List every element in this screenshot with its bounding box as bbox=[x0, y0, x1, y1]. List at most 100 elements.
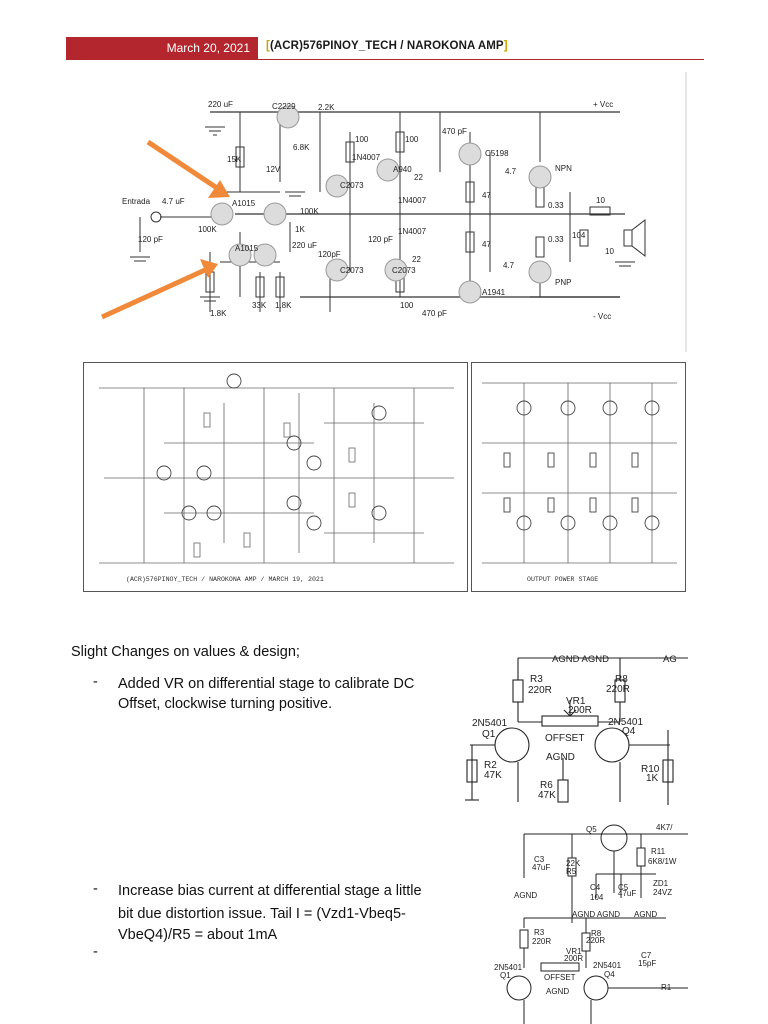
f4-q4t: 2N5401 bbox=[608, 717, 643, 728]
f4-r8v: 220R bbox=[606, 684, 630, 695]
f5-offset: OFFSET bbox=[544, 973, 576, 982]
label-d2: 1N4007 bbox=[398, 196, 427, 205]
label-r22k: 2.2K bbox=[318, 103, 335, 112]
f5-q5: Q5 bbox=[586, 825, 597, 834]
label-c5198: C5198 bbox=[485, 149, 509, 158]
label-r10a: 10 bbox=[596, 196, 605, 205]
label-r100b: 100 bbox=[405, 135, 419, 144]
f5-agnd4: AGND bbox=[546, 987, 569, 996]
f5-c3v: 47uF bbox=[532, 863, 550, 872]
label-c2229: C2229 bbox=[272, 102, 296, 111]
f5-r3: R3 bbox=[534, 928, 545, 937]
f5-c4v: 104 bbox=[590, 893, 604, 902]
f5-r22k: 22K bbox=[566, 859, 581, 868]
label-vcc-pos: + Vcc bbox=[593, 100, 613, 109]
header-title-text: (ACR)576PINOY_TECH / NAROKONA AMP bbox=[269, 40, 504, 52]
f5-q4t: 2N5401 bbox=[593, 961, 622, 970]
f5-agnd1: AGND bbox=[514, 891, 537, 900]
label-r18b: 1.8K bbox=[275, 301, 292, 310]
item-1-line-2: Offset, clockwise turning positive. bbox=[118, 696, 333, 712]
label-r47a: 4.7 bbox=[505, 167, 517, 176]
schematic-figure-main: 220 uF C2229 2.2K + Vcc 6.8K 100 100 470… bbox=[100, 72, 688, 352]
f5-r8: R8 bbox=[591, 929, 602, 938]
f4-vr1v: 200R bbox=[568, 705, 592, 716]
page-header: March 20, 2021 [(ACR)576PINOY_TECH / NAR… bbox=[66, 37, 704, 60]
item-2-line-1: Increase bias current at differential st… bbox=[118, 883, 422, 899]
label-r47d: 4.7 bbox=[503, 261, 515, 270]
label-a940: A940 bbox=[393, 165, 412, 174]
f5-r5: R5 bbox=[566, 867, 577, 876]
label-pnp: PNP bbox=[555, 278, 571, 287]
label-c104: 104 bbox=[572, 231, 586, 240]
header-date: March 20, 2021 bbox=[66, 37, 258, 59]
label-c2073b: C2073 bbox=[340, 266, 364, 275]
header-title: [(ACR)576PINOY_TECH / NAROKONA AMP] bbox=[266, 40, 508, 52]
label-c470b: 470 pF bbox=[422, 309, 447, 318]
f5-r4k7: 4K7/ bbox=[656, 823, 673, 832]
label-a1941: A1941 bbox=[482, 288, 506, 297]
schematic-figure-output-stage: OUTPUT POWER STAGE bbox=[471, 362, 686, 592]
label-c120b: 120 pF bbox=[368, 235, 393, 244]
f5-c7: C7 bbox=[641, 951, 652, 960]
f4-r10v: 1K bbox=[646, 773, 659, 784]
label-r033a: 0.33 bbox=[548, 201, 564, 210]
fig3-caption: OUTPUT POWER STAGE bbox=[527, 576, 598, 583]
label-r10b: 10 bbox=[605, 247, 614, 256]
label-a1015a: A1015 bbox=[232, 199, 256, 208]
label-c220b: 220 uF bbox=[292, 241, 317, 250]
f5-c5v: 47uF bbox=[618, 889, 636, 898]
f5-c5: C5 bbox=[618, 883, 629, 892]
item-2-line-2: bit due distortion issue. Tail I = (Vzd1… bbox=[118, 906, 406, 922]
f5-q4: Q4 bbox=[604, 970, 615, 979]
intro-text: Slight Changes on values & design; bbox=[71, 644, 300, 660]
f5-c4: C4 bbox=[590, 883, 601, 892]
label-c470a: 470 pF bbox=[442, 127, 467, 136]
f4-ag: AG bbox=[663, 654, 677, 665]
label-a1015b: A1015 bbox=[235, 244, 259, 253]
label-d3: 1N4007 bbox=[398, 227, 427, 236]
label-r47c: 47 bbox=[482, 240, 491, 249]
label-r68k: 6.8K bbox=[293, 143, 310, 152]
label-c2073c: C2073 bbox=[392, 266, 416, 275]
label-c220: 220 uF bbox=[208, 100, 233, 109]
label-r22b: 22 bbox=[412, 255, 421, 264]
label-r100c: 100 bbox=[400, 301, 414, 310]
label-npn: NPN bbox=[555, 164, 572, 173]
label-r33k: 33K bbox=[252, 301, 267, 310]
f4-q1t: 2N5401 bbox=[472, 718, 507, 729]
item-1-line-1: Added VR on differential stage to calibr… bbox=[118, 676, 415, 692]
f4-r3v: 220R bbox=[528, 685, 552, 696]
label-d1: 1N4007 bbox=[352, 153, 381, 162]
label-z12: 12V bbox=[266, 165, 281, 174]
fig2-caption: (ACR)576PINOY_TECH / NAROKONA AMP / MARC… bbox=[126, 576, 324, 583]
schematic-figure-full: (ACR)576PINOY_TECH / NAROKONA AMP / MARC… bbox=[83, 362, 468, 592]
f5-vr1v: 200R bbox=[564, 954, 583, 963]
f4-offset: OFFSET bbox=[545, 733, 584, 744]
label-entrada: Entrada bbox=[122, 197, 151, 206]
bullet-3: - bbox=[93, 944, 98, 960]
label-r100k2: 100K bbox=[198, 225, 217, 234]
label-r100k: 100K bbox=[300, 207, 319, 216]
header-rule bbox=[66, 59, 704, 60]
f5-zd1: ZD1 bbox=[653, 879, 669, 888]
label-vcc-neg: - Vcc bbox=[593, 312, 611, 321]
label-r18a: 1.8K bbox=[210, 309, 227, 318]
f4-r8: R8 bbox=[615, 674, 628, 685]
schematic-figure-bias-stage: Q5 4K7/ R11 6K8/1W C3 47uF 22K R5 C4 C5 … bbox=[486, 818, 688, 1024]
f5-c7v: 15pF bbox=[638, 959, 656, 968]
f5-agnd2: AGND AGND bbox=[572, 910, 620, 919]
label-r22a: 22 bbox=[414, 173, 423, 182]
f4-q1: Q1 bbox=[482, 729, 496, 740]
f5-r8v: 220R bbox=[586, 936, 605, 945]
f5-c3: C3 bbox=[534, 855, 545, 864]
bullet-2: - bbox=[93, 881, 98, 897]
f4-r10: R10 bbox=[641, 764, 660, 775]
f4-agnd-top: AGND AGND bbox=[552, 654, 609, 665]
label-r1k: 1K bbox=[295, 225, 305, 234]
item-2-line-3: VbeQ4)/R5 = about 1mA bbox=[118, 927, 278, 943]
f4-q4: Q4 bbox=[622, 726, 636, 737]
schematic-figure-diff-stage: AGND AGND AG R3 220R R8 220R VR1 200R 2N… bbox=[460, 650, 688, 808]
f5-r3v: 220R bbox=[532, 937, 551, 946]
f4-agnd: AGND bbox=[546, 752, 575, 763]
label-r033b: 0.33 bbox=[548, 235, 564, 244]
